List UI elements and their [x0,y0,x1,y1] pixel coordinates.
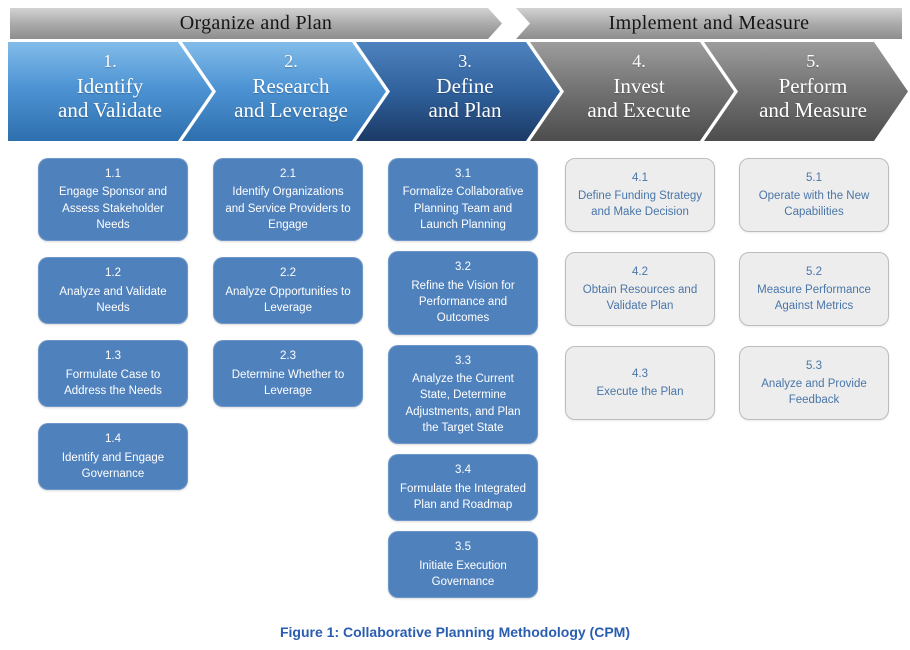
step-id: 1.2 [105,267,121,280]
step-box-1-1: 1.1 Engage Sponsor and Assess Stakeholde… [38,158,188,242]
phase-number: 3. [458,51,472,71]
step-id: 2.1 [280,168,296,180]
step-text: Analyze and Validate Needs [59,285,167,314]
step-id: 2.2 [280,267,296,280]
phase-title-line: and Leverage [234,98,348,123]
phase-title-line: and Execute [587,98,691,123]
steps-column-phase-1: 1.1 Engage Sponsor and Assess Stakeholde… [38,158,188,491]
phase-group-band-implement-and-measure: Implement and Measure [516,8,902,39]
step-box-3-5: 3.5 Initiate Execution Governance [388,531,538,599]
phase-arrow-invest-and-execute: 4. Invest and Execute [530,42,734,141]
step-box-3-3: 3.3 Analyze the Current State, Determine… [388,344,538,445]
phase-number: 5. [806,51,820,71]
step-text: Determine Whether to Leverage [231,368,345,397]
step-box-2-2: 2.2 Analyze Opportunities to Leverage [213,257,363,325]
figure-caption: Figure 1: Collaborative Planning Methodo… [279,624,630,640]
step-box-3-1: 3.1 Formalize Collaborative Planning Tea… [388,158,538,242]
step-text: Define Funding Strategy and Make Decisio… [577,189,703,219]
step-id: 4.1 [632,171,648,184]
phase-title-line: and Measure [759,98,867,123]
step-box-1-4: 1.4 Identify and Engage Governance [38,423,188,491]
step-box-3-2: 3.2 Refine the Vision for Performance an… [388,251,538,335]
step-text: Engage Sponsor and Assess Stakeholder Ne… [58,186,168,231]
step-box-2-1: 2.1 Identify Organizations and Service P… [213,158,363,242]
step-id: 1.1 [105,168,121,180]
step-id: 2.3 [280,350,296,363]
step-text: Formalize Collaborative Planning Team an… [402,186,524,231]
steps-column-phase-4: 4.1 Define Funding Strategy and Make Dec… [565,158,715,420]
step-id: 1.3 [105,350,121,363]
step-box-4-1: 4.1 Define Funding Strategy and Make Dec… [565,158,715,232]
step-id: 3.5 [455,541,471,554]
step-box-4-2: 4.2 Obtain Resources and Validate Plan [565,252,715,326]
steps-column-phase-3: 3.1 Formalize Collaborative Planning Tea… [388,158,538,599]
step-id: 5.3 [806,359,822,372]
step-text: Identify and Engage Governance [61,451,165,480]
step-text: Refine the Vision for Performance and Ou… [411,279,515,325]
phase-group-band-organize-and-plan: Organize and Plan [10,8,502,39]
phase-group-label: Implement and Measure [608,12,810,34]
phase-number: 1. [103,51,117,71]
step-box-1-3: 1.3 Formulate Case to Address the Needs [38,340,188,408]
phase-title-line: Perform [778,73,848,98]
step-text: Analyze and Provide Feedback [761,377,867,407]
step-text: Analyze Opportunities to Leverage [225,285,351,314]
step-box-5-2: 5.2 Measure Performance Against Metrics [739,252,889,326]
phase-group-label: Organize and Plan [179,12,333,34]
step-box-5-1: 5.1 Operate with the New Capabilities [739,158,889,232]
step-text: Obtain Resources and Validate Plan [582,283,698,313]
step-id: 3.1 [455,168,471,180]
step-box-2-3: 2.3 Determine Whether to Leverage [213,340,363,408]
step-text: Initiate Execution Governance [419,559,507,588]
step-text: Measure Performance Against Metrics [757,283,871,313]
steps-column-phase-5: 5.1 Operate with the New Capabilities 5.… [739,158,889,420]
phase-arrow-research-and-leverage: 2. Research and Leverage [182,42,386,141]
step-text: Analyze the Current State, Determine Adj… [405,372,521,434]
phase-title-line: Define [436,73,494,98]
phase-title-line: Research [252,73,330,98]
step-box-4-3: 4.3 Execute the Plan [565,346,715,420]
step-box-1-2: 1.2 Analyze and Validate Needs [38,257,188,325]
step-id: 4.3 [632,367,648,380]
phase-number: 4. [632,51,646,71]
step-id: 1.4 [105,433,121,446]
step-id: 5.1 [806,171,822,184]
phase-title-line: and Validate [58,98,162,123]
step-text: Formulate Case to Address the Needs [64,368,162,397]
phase-arrow-define-and-plan: 3. Define and Plan [356,42,560,141]
phase-title-line: and Plan [428,98,502,123]
step-text: Execute the Plan [596,386,684,398]
step-text: Formulate the Integrated Plan and Roadma… [400,482,526,511]
phase-title-line: Invest [613,73,665,98]
step-id: 3.3 [455,354,471,367]
step-id: 5.2 [806,265,822,278]
step-id: 3.4 [455,464,471,477]
step-text: Operate with the New Capabilities [758,189,870,219]
steps-column-phase-2: 2.1 Identify Organizations and Service P… [213,158,363,408]
step-text: Identify Organizations and Service Provi… [225,186,351,231]
phase-number: 2. [284,51,298,71]
step-box-3-4: 3.4 Formulate the Integrated Plan and Ro… [388,454,538,522]
phase-title-line: Identify [76,73,144,98]
phase-arrow-perform-and-measure: 5. Perform and Measure [704,42,908,141]
step-box-5-3: 5.3 Analyze and Provide Feedback [739,346,889,420]
phase-arrow-identify-and-validate: 1. Identify and Validate [8,42,212,141]
step-id: 3.2 [455,261,471,274]
step-id: 4.2 [632,265,648,278]
